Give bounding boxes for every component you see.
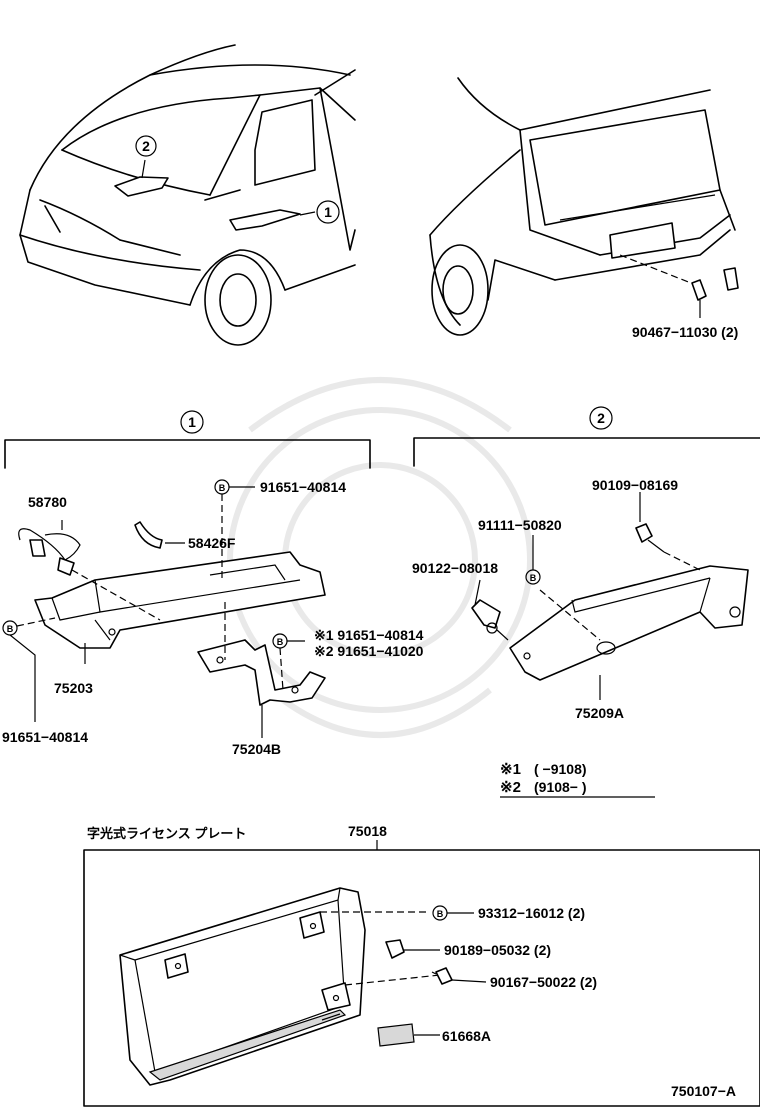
b-mark-sec2: B	[525, 535, 541, 585]
svg-text:1: 1	[188, 414, 196, 430]
svg-text:2: 2	[597, 410, 605, 426]
legend-note2-mark: ※2	[500, 779, 521, 796]
bracket-75204B	[197, 602, 326, 738]
b-mark-top: B	[214, 479, 255, 580]
label-rear-part: 90467−11030 (2)	[632, 324, 738, 340]
label-bolt-var1: ※1 91651−40814	[314, 627, 424, 643]
bracket-75203	[34, 551, 326, 664]
svg-text:2: 2	[142, 138, 150, 154]
label-75203: 75203	[54, 680, 93, 696]
bolt-90109	[635, 492, 701, 571]
callout-1-top: 1	[316, 200, 340, 224]
legend-note1-range: ( −9108)	[534, 761, 587, 777]
van-rear-illustration	[429, 77, 739, 336]
section-2-frame: 2	[413, 406, 760, 467]
section-3-frame	[83, 840, 760, 1107]
svg-text:1: 1	[324, 204, 332, 220]
legend-note1-mark: ※1	[500, 761, 521, 778]
label-90109: 90109−08169	[592, 477, 678, 493]
label-90167: 90167−50022 (2)	[490, 974, 597, 990]
label-75018: 75018	[348, 823, 387, 839]
b-mark-left: B	[2, 617, 56, 722]
van-front-illustration	[19, 44, 356, 346]
legend-note2-range: (9108− )	[534, 779, 587, 795]
variant-legend: ※1 ( −9108) ※2 (9108− )	[500, 761, 655, 798]
label-bolt-var2: ※2 91651−41020	[314, 643, 424, 659]
nut-90122	[471, 579, 601, 641]
label-75209A: 75209A	[575, 705, 624, 721]
b-mark-sec3: B	[432, 905, 474, 921]
label-bolt-top: 91651−40814	[260, 479, 346, 495]
section-3-title: 字光式ライセンス プレート	[87, 826, 246, 841]
bracket-75209A	[509, 565, 749, 700]
label-61668A: 61668A	[442, 1028, 491, 1044]
section-1-frame: 1	[4, 410, 371, 469]
svg-text:B: B	[7, 624, 14, 634]
label-58780: 58780	[28, 494, 67, 510]
b-mark-var: B	[272, 633, 305, 691]
label-93312: 93312−16012 (2)	[478, 905, 585, 921]
label-90122: 90122−08018	[412, 560, 498, 576]
label-75204B: 75204B	[232, 741, 281, 757]
svg-text:B: B	[277, 637, 284, 647]
clip-58426F	[134, 521, 185, 549]
hardware-leaders	[320, 911, 487, 1047]
label-bolt-left: 91651−40814	[2, 729, 88, 745]
wire-58780	[18, 520, 161, 621]
svg-text:B: B	[219, 483, 226, 493]
label-90189: 90189−05032 (2)	[444, 942, 551, 958]
figure-code: 750107−A	[671, 1083, 736, 1099]
label-58426F: 58426F	[188, 535, 236, 551]
label-91111: 91111−50820	[478, 517, 562, 533]
license-plate-frame	[119, 887, 366, 1086]
callout-2-top: 2	[135, 135, 157, 157]
svg-text:B: B	[530, 573, 537, 583]
svg-text:B: B	[437, 909, 444, 919]
